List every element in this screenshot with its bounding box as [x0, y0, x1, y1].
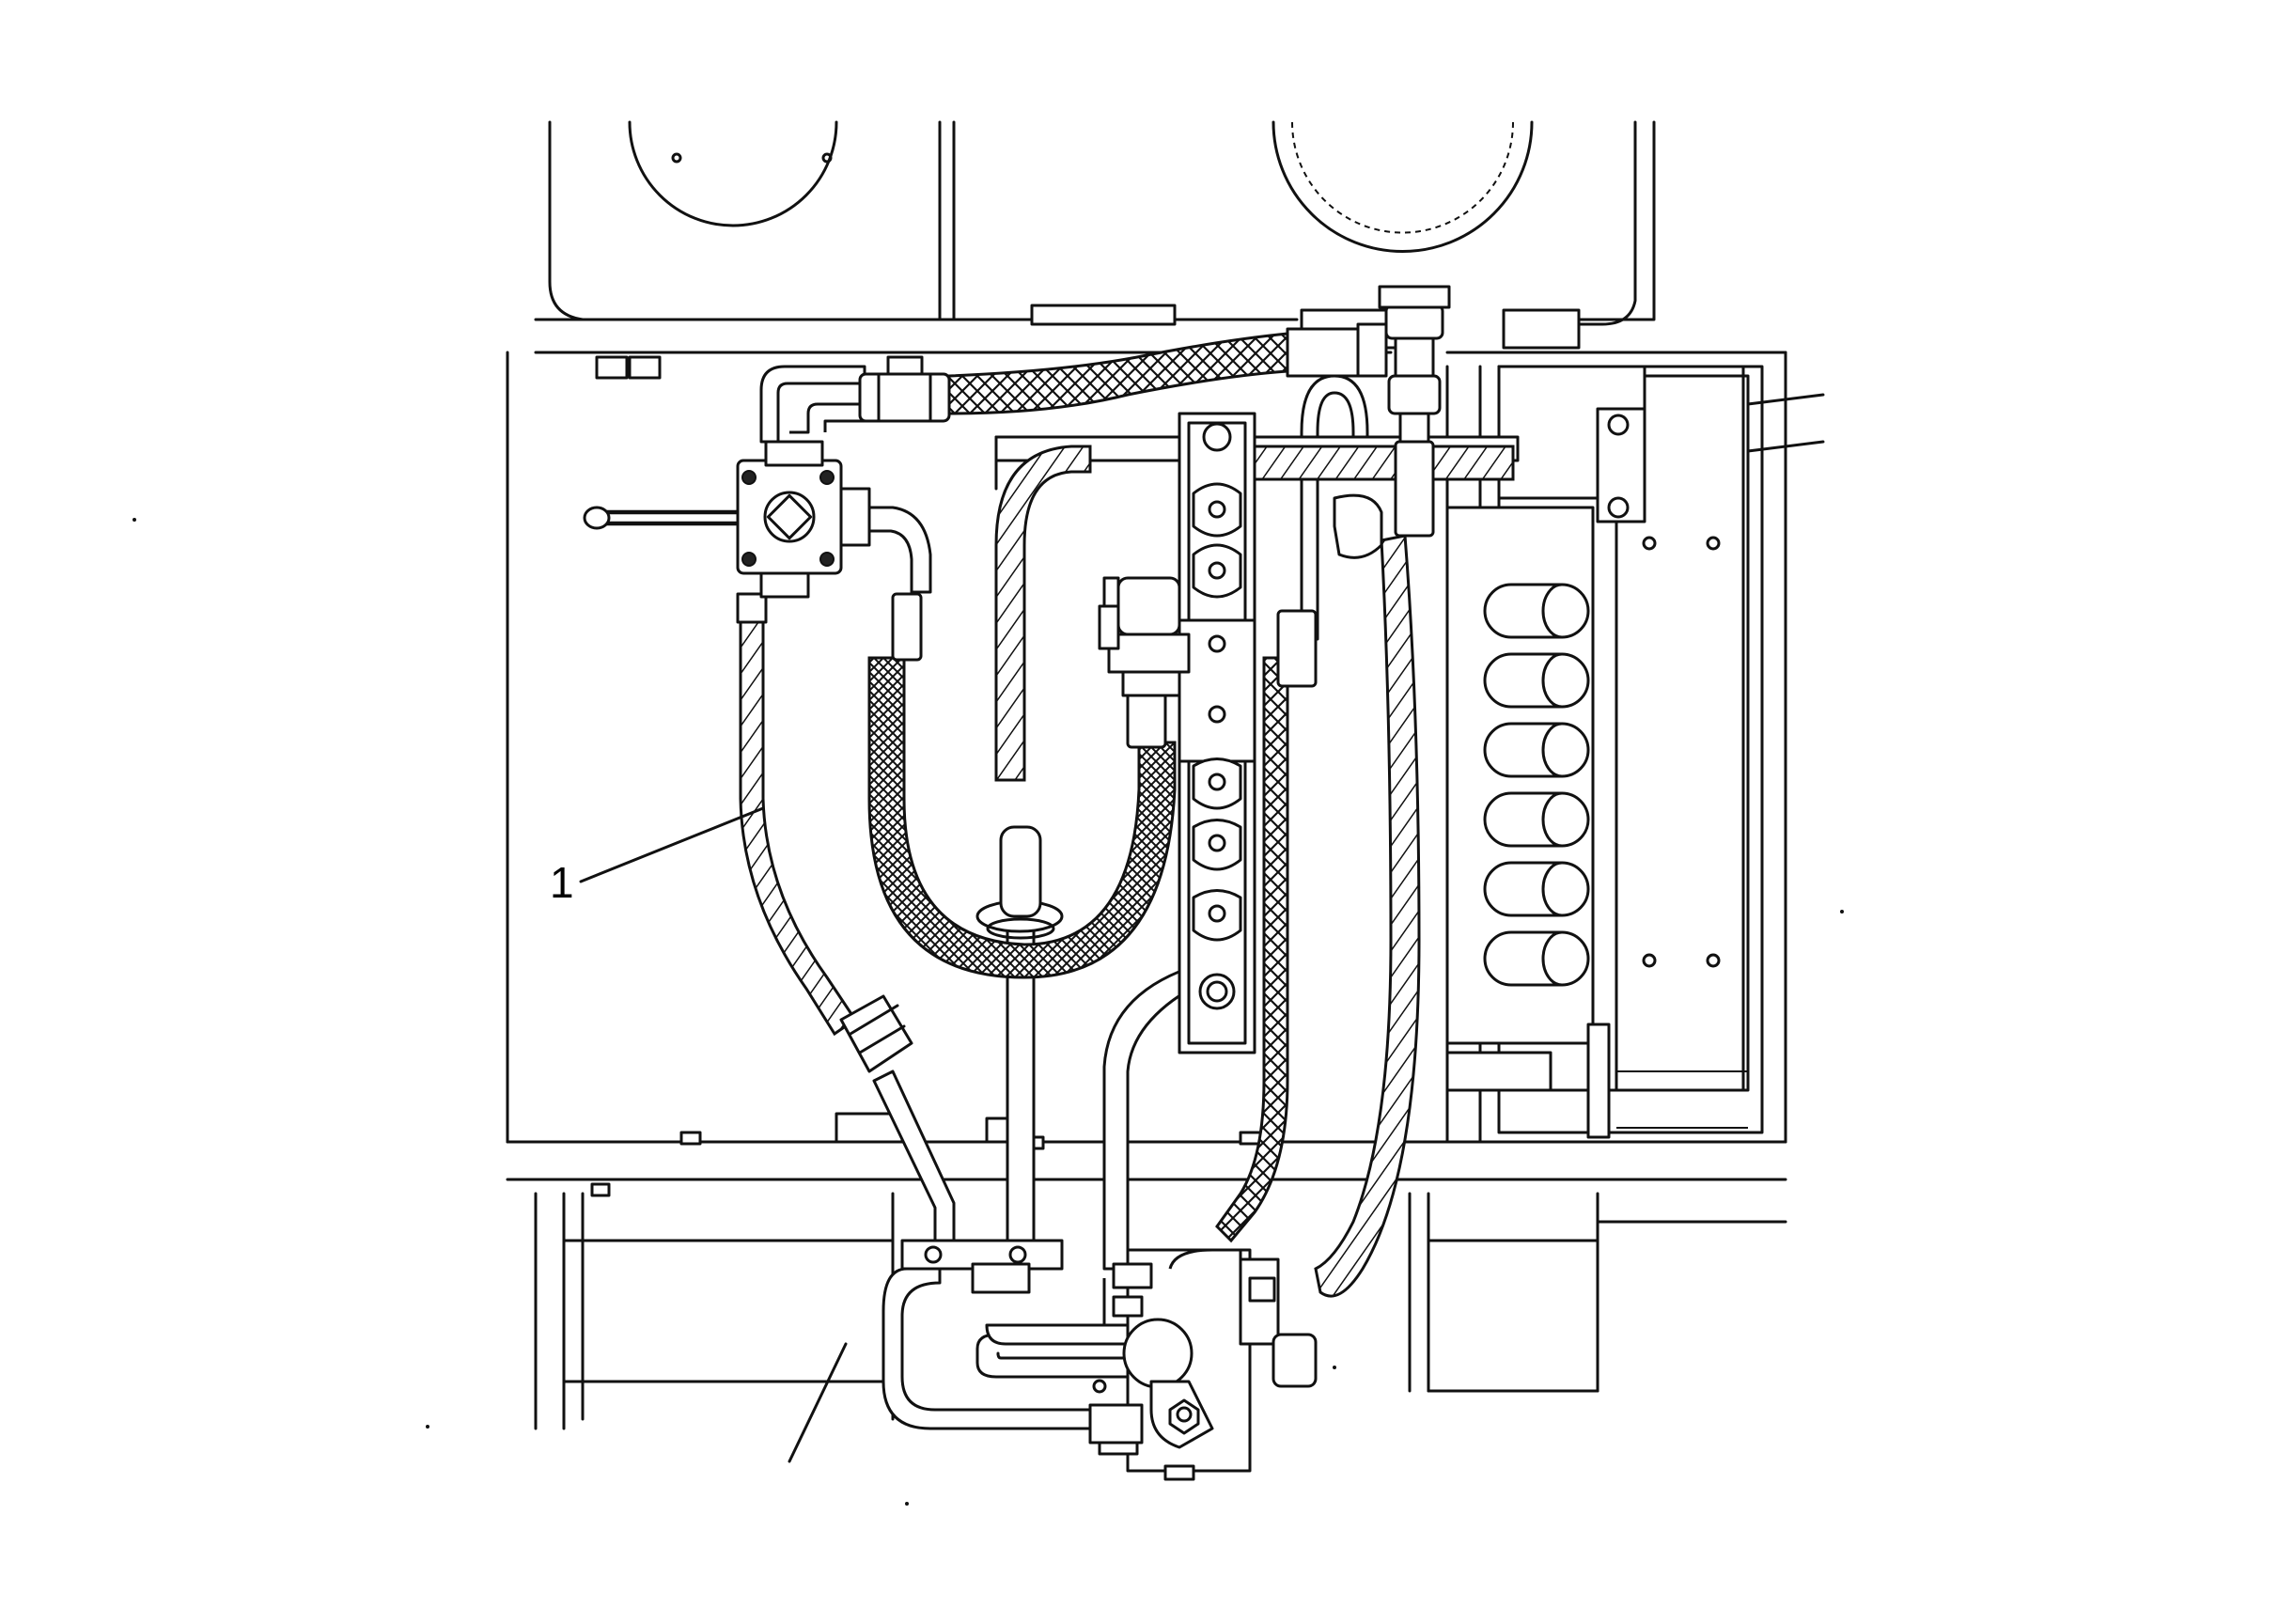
mounting-bar: [1098, 412, 1256, 1054]
hose-fittings: [736, 285, 1451, 1073]
bottom-valve-block: [900, 1239, 1318, 1481]
braided-hoses: [739, 332, 1515, 1298]
frame-structure: [506, 120, 1825, 1463]
cylinder-stack: [1483, 583, 1590, 987]
scan-specks: [133, 518, 1844, 1506]
shutoff-valve: [583, 440, 871, 599]
callout-1: 1: [550, 806, 765, 907]
hose-1: [739, 618, 858, 1037]
callout-label-1: 1: [550, 858, 574, 907]
fastener-marks: [1642, 536, 1721, 968]
